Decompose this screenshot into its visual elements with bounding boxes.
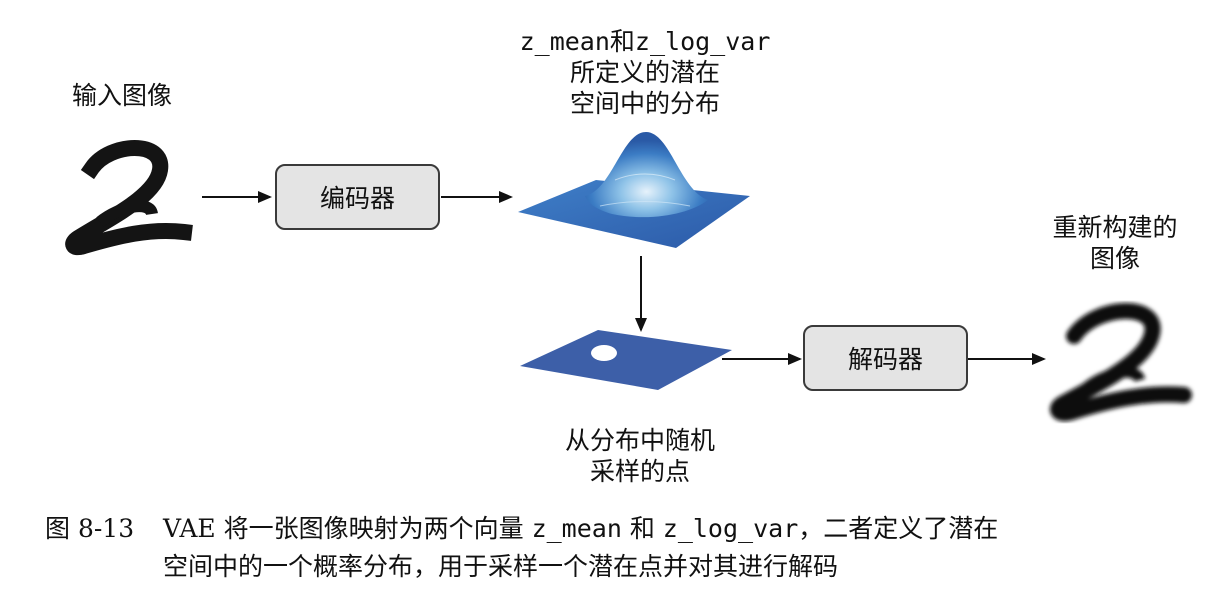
encoder-label: 编码器 [319, 184, 395, 213]
sample-label-line1: 从分布中随机 [564, 426, 715, 455]
vae-diagram [65, 132, 1192, 422]
reconstructed-image-label: 重新构建的 图像 [1040, 212, 1190, 274]
sample-label-line2: 采样的点 [589, 457, 690, 486]
sample-plane [520, 330, 732, 390]
caption-line1: 图 8-13 VAE 将一张图像映射为两个向量 z_mean 和 z_log_va… [45, 510, 998, 548]
figure-number: 图 8-13 [45, 514, 135, 543]
z-mean-term: z_mean [519, 27, 610, 56]
caption-text-c: ，二者定义了潜在 [798, 514, 999, 543]
caption-z-mean: z_mean [531, 514, 622, 543]
decoder-box: 解码器 [803, 325, 968, 391]
encoder-box: 编码器 [275, 164, 440, 230]
input-image-label: 输入图像 [71, 81, 172, 110]
z-log-var-term: z_log_var [634, 27, 771, 56]
reconstructed-label-line2: 图像 [1089, 244, 1140, 273]
caption-line2: 空间中的一个概率分布，用于采样一个潜在点并对其进行解码 [163, 552, 839, 581]
latent-label-line2: 所定义的潜在 [569, 58, 720, 87]
latent-label-line1: z_mean和z_log_var [500, 26, 790, 57]
reconstructed-digit-image [1050, 303, 1192, 422]
caption-z-log-var: z_log_var [662, 514, 799, 543]
caption-text-b: 和 [621, 514, 663, 543]
input-digit-image [65, 140, 193, 256]
sampled-point [591, 345, 617, 361]
decoder-label: 解码器 [847, 345, 923, 374]
sample-point-label: 从分布中随机 采样的点 [540, 425, 740, 487]
latent-distribution-label: z_mean和z_log_var 所定义的潜在 空间中的分布 [500, 26, 790, 119]
figure-caption: 图 8-13 VAE 将一张图像映射为两个向量 z_mean 和 z_log_va… [45, 510, 998, 586]
latent-label-line3: 空间中的分布 [569, 89, 720, 118]
gaussian-surface-plot [518, 132, 750, 248]
latent-label-and: 和 [609, 27, 635, 56]
caption-text-a: VAE 将一张图像映射为两个向量 [163, 514, 532, 543]
reconstructed-label-line1: 重新构建的 [1052, 213, 1178, 242]
